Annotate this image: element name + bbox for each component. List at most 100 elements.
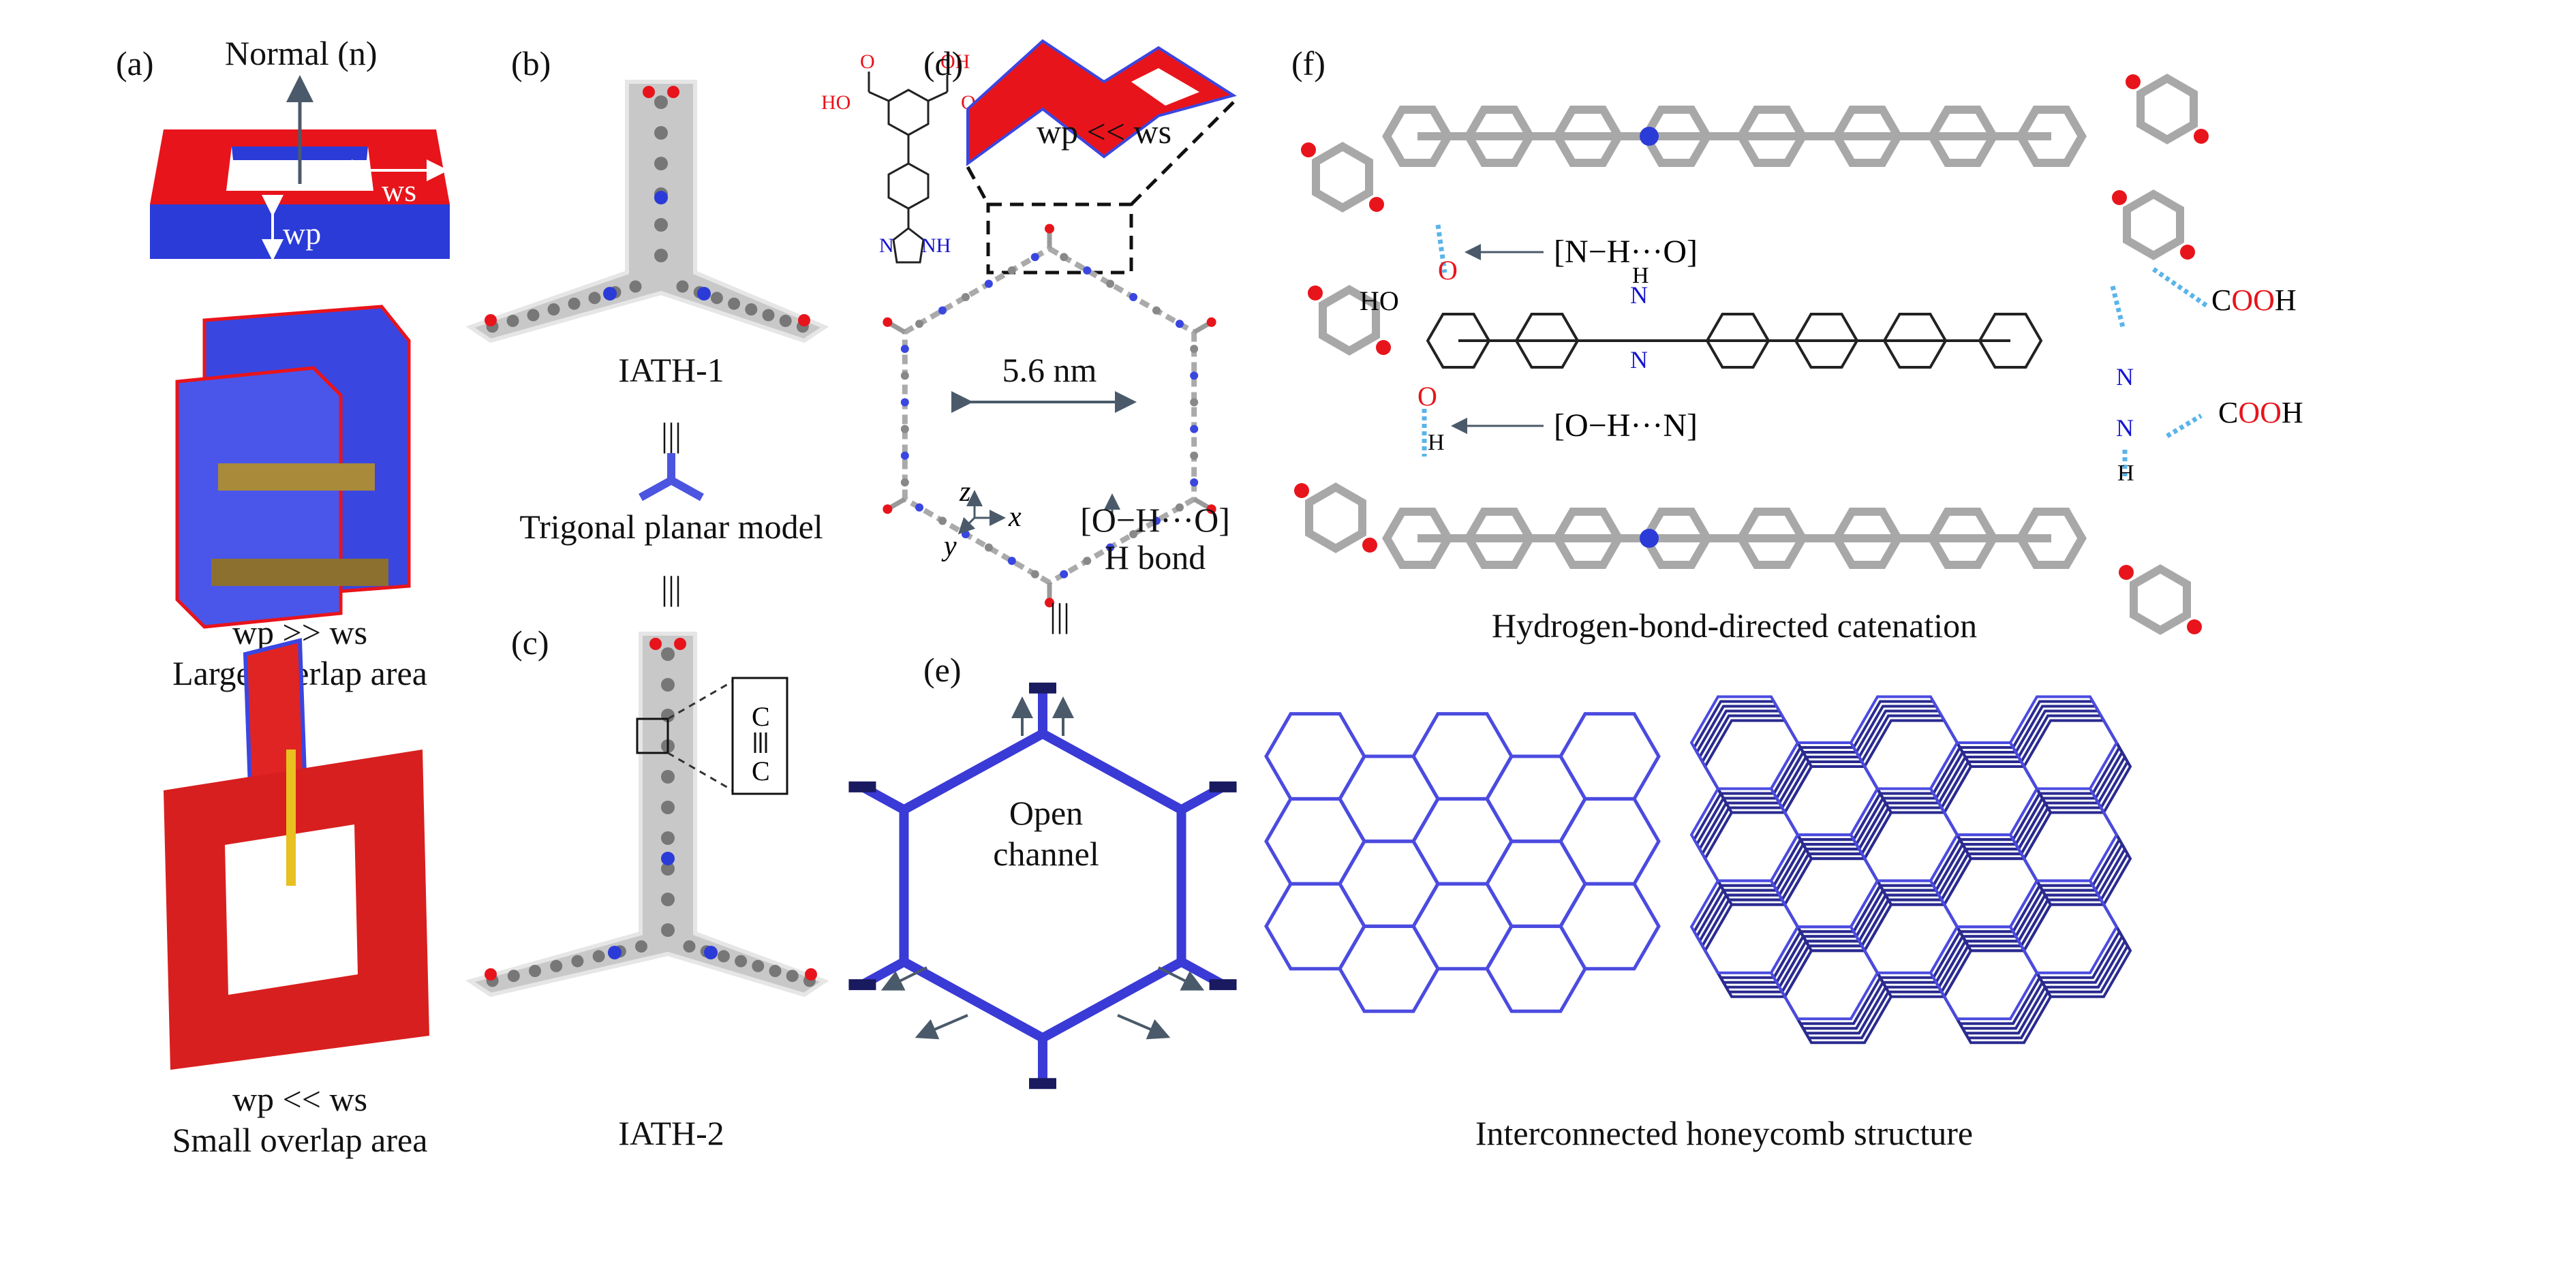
axis-y: y xyxy=(941,531,957,562)
atom xyxy=(1007,266,1016,275)
honeycomb-cell xyxy=(1485,924,1587,1013)
honeycomb-cell xyxy=(1264,797,1366,886)
oxygen-atom xyxy=(1369,197,1384,212)
node-cap xyxy=(848,979,876,991)
node-cap xyxy=(1209,781,1237,792)
square-ring-model xyxy=(150,75,450,261)
atom xyxy=(1190,398,1199,407)
panel-label-b: (b) xyxy=(511,44,551,82)
axis-x: x xyxy=(1008,501,1022,533)
carbon-atom xyxy=(654,126,668,140)
panel-b: (b) O OH HO O N NH IATH-1 ||| Trigonal p… xyxy=(465,44,976,607)
carbon-atom xyxy=(676,280,689,293)
carbon-atom xyxy=(592,950,605,963)
open-channel-network xyxy=(848,682,1237,1090)
oxygen-atom xyxy=(2112,190,2127,205)
cooh-bottom: COOH xyxy=(2218,396,2303,429)
oxygen-atom xyxy=(1362,538,1377,553)
alkyne-highlight xyxy=(636,717,669,754)
carbon-atom xyxy=(779,314,792,327)
carbon-atom xyxy=(752,959,765,972)
wp-label: wp xyxy=(283,216,321,251)
carbon-atom xyxy=(786,970,799,983)
carbon-atom xyxy=(661,801,675,814)
oxygen-atom xyxy=(2126,74,2141,89)
small-overlap-relation: wp << ws xyxy=(232,1080,367,1118)
atom xyxy=(1007,557,1016,566)
carbon-atom xyxy=(661,831,675,845)
f-h-left: H xyxy=(1632,263,1649,288)
aromatic-ring xyxy=(1319,285,1380,356)
oxygen-atom xyxy=(2187,619,2202,634)
atom xyxy=(915,320,924,328)
oxygen-atom xyxy=(667,86,679,98)
oxygen-atom xyxy=(2119,565,2134,580)
panel-f: (f) [N−H···O] [O−H···N] HO O O H H N N N… xyxy=(1264,44,2303,1152)
oxygen-atom xyxy=(2180,245,2195,260)
nitrogen-atom xyxy=(661,852,675,865)
carbon-atom xyxy=(654,95,668,109)
oxygen-atom xyxy=(1045,598,1054,608)
panel-label-e: (e) xyxy=(923,651,962,689)
honeycomb-cell xyxy=(2008,879,2119,974)
equivalence-sign: ||| xyxy=(661,416,681,454)
nitrogen-atom xyxy=(608,946,622,959)
honeycomb-cell xyxy=(1559,797,1661,886)
honeycomb-cell xyxy=(1485,839,1587,928)
panel-a: (a) Normal (n) ws wp wp >> ws Large over… xyxy=(116,34,450,1159)
channel-edge xyxy=(902,729,1045,814)
panel-e: (e) Open channel xyxy=(848,651,1237,1090)
iath1-atoms xyxy=(485,86,810,333)
f-o-top: O xyxy=(1438,255,1458,285)
chem-o: O xyxy=(860,50,875,73)
hbond-nho: [N−H···O] xyxy=(1554,234,1698,270)
carbon-atom xyxy=(529,965,541,977)
atom xyxy=(1083,557,1092,566)
oxygen-atom xyxy=(798,314,810,326)
carbon-atom xyxy=(717,950,730,963)
panel-d: (d) wp << ws 5.6 nm z x y [O−H···O] H bo… xyxy=(883,39,1237,634)
atom xyxy=(984,279,993,288)
oxygen-atom xyxy=(674,638,686,650)
nitrogen-atom xyxy=(1640,127,1659,146)
atom xyxy=(1190,478,1199,487)
carbon-atom xyxy=(683,940,696,953)
atom xyxy=(1175,320,1184,328)
pore-distance: 5.6 nm xyxy=(1002,351,1097,389)
f-n-right-bottom: N xyxy=(2116,414,2134,442)
carbon-atom xyxy=(571,955,584,968)
atom xyxy=(984,543,993,552)
atom xyxy=(938,516,947,525)
carbon-atom xyxy=(654,157,668,170)
normal-label: Normal (n) xyxy=(225,34,378,72)
alkyne-c1: C xyxy=(752,701,770,732)
honeycomb-2d xyxy=(1264,712,1661,1013)
atom xyxy=(900,371,909,380)
oxygen-atom xyxy=(643,86,655,98)
aromatic-ring xyxy=(2130,564,2191,635)
carbon-atom xyxy=(507,970,520,983)
direction-arrow xyxy=(915,1014,968,1040)
oxygen-atom xyxy=(1308,285,1323,300)
carbon-atom xyxy=(654,218,668,232)
f-ho: HO xyxy=(1360,285,1399,316)
aromatic-ring xyxy=(2123,189,2184,260)
aromatic-ring xyxy=(1426,313,1491,369)
panel-label-c: (c) xyxy=(511,623,549,662)
atom xyxy=(1129,293,1138,302)
equivalence-sign-2: ||| xyxy=(661,569,681,607)
panel-label-d: (d) xyxy=(923,44,963,82)
carbon-atom xyxy=(661,893,675,906)
atom xyxy=(1190,451,1199,460)
channel-edge xyxy=(1040,957,1184,1043)
catenated-molecules xyxy=(1294,74,2209,635)
atom xyxy=(900,345,909,353)
open-channel-line2: channel xyxy=(993,835,1099,873)
f-o-bottom: O xyxy=(1417,381,1437,412)
trigonal-planar-model xyxy=(639,453,704,501)
carbon-atom xyxy=(661,923,675,937)
carbon-atom xyxy=(762,309,775,322)
zoom-region-box xyxy=(986,202,1133,275)
oxygen-atom xyxy=(649,638,662,650)
